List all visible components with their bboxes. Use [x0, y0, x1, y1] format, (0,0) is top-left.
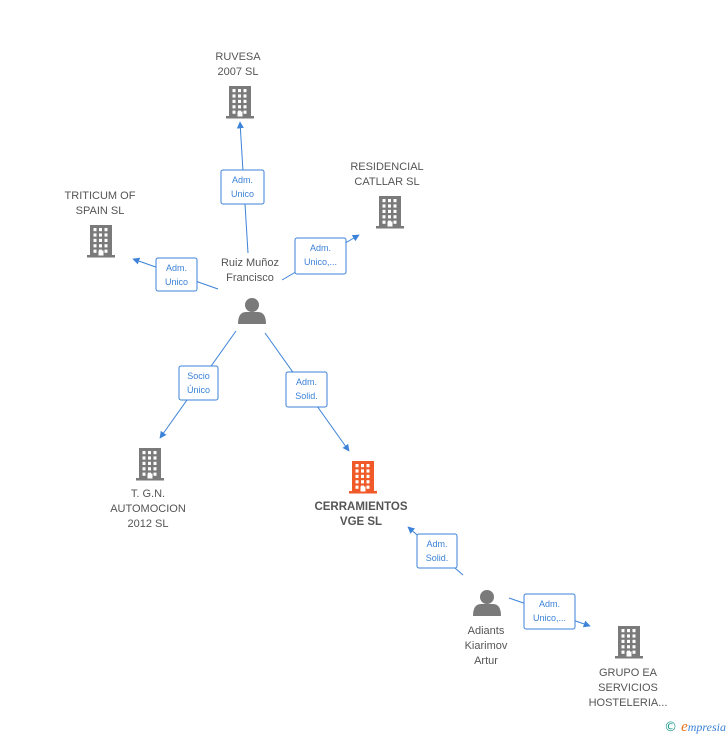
- building-icon: [136, 448, 164, 481]
- node-label-grupo: HOSTELERIA...: [589, 697, 668, 709]
- node-label-cerramientos: VGE SL: [340, 516, 382, 528]
- node-label-grupo: GRUPO EA: [599, 667, 658, 679]
- relation-label-text: Adm.: [166, 263, 187, 273]
- relation-label-text: Único: [187, 385, 210, 395]
- building-icon: [226, 86, 254, 119]
- node-label-residencial: RESIDENCIAL: [350, 161, 423, 173]
- node-label-tgn: T. G.N.: [131, 488, 165, 500]
- relation-label-text: Solid.: [295, 391, 318, 401]
- relation-label-text: Unico,...: [304, 257, 337, 267]
- relation-label-box[interactable]: [220, 169, 265, 205]
- relation-label-text: Unico: [165, 277, 188, 287]
- relation-label-text: Adm.: [426, 539, 447, 549]
- relation-edge-adiants-cerramientos: Adm. Solid.: [407, 526, 464, 576]
- node-label-ruiz: Ruiz Muñoz: [221, 257, 279, 269]
- relation-label-box[interactable]: [155, 257, 198, 292]
- relation-label-text: Unico,...: [533, 613, 566, 623]
- node-label-cerramientos: CERRAMIENTOS: [314, 501, 407, 513]
- relation-edge-adiants-grupo: Adm. Unico,...: [508, 593, 591, 630]
- node-ruvesa[interactable]: RUVESA 2007 SL: [215, 51, 261, 119]
- node-label-triticum: SPAIN SL: [76, 205, 125, 217]
- relation-label-box[interactable]: [294, 237, 347, 275]
- node-label-adiants: Kiarimov: [465, 640, 508, 652]
- building-icon: [87, 225, 115, 258]
- node-tgn[interactable]: T. G.N. AUTOMOCION 2012 SL: [110, 448, 186, 530]
- copyright-icon: ©: [664, 720, 678, 735]
- node-label-ruiz: Francisco: [226, 272, 274, 284]
- node-residencial[interactable]: RESIDENCIAL CATLLAR SL: [350, 161, 424, 229]
- relation-edge-ruiz-cerramientos: Adm. Solid.: [264, 332, 350, 452]
- building-icon: [615, 626, 643, 659]
- relation-edge-ruiz-triticum: Adm. Unico: [132, 257, 219, 292]
- node-label-ruvesa: RUVESA: [215, 51, 261, 63]
- node-grupo[interactable]: GRUPO EA SERVICIOS HOSTELERIA...: [589, 626, 668, 709]
- relation-label-text: Adm.: [310, 243, 331, 253]
- node-label-adiants: Artur: [474, 655, 498, 667]
- empresia-logo: ©empresia: [664, 719, 726, 735]
- node-label-tgn: 2012 SL: [128, 518, 169, 530]
- node-cerramientos[interactable]: CERRAMIENTOS VGE SL: [314, 461, 408, 528]
- relation-label-text: Solid.: [426, 553, 449, 563]
- node-label-ruvesa: 2007 SL: [218, 66, 259, 78]
- node-label-tgn: AUTOMOCION: [110, 503, 186, 515]
- relation-label-text: Adm.: [232, 175, 253, 185]
- relation-label-text: Adm.: [296, 377, 317, 387]
- node-label-adiants: Adiants: [468, 625, 505, 637]
- person-icon: [238, 298, 266, 324]
- relation-label-text: Adm.: [539, 599, 560, 609]
- relation-label-box[interactable]: [178, 365, 219, 401]
- person-icon: [473, 590, 501, 616]
- node-label-residencial: CATLLAR SL: [354, 176, 419, 188]
- building-icon: [376, 196, 404, 229]
- relation-edge-ruiz-residencial: Adm. Unico,...: [281, 234, 360, 281]
- relation-edge-ruiz-ruvesa: Adm. Unico: [220, 121, 265, 254]
- relation-label-text: Socio: [187, 371, 210, 381]
- relation-label-box[interactable]: [523, 593, 576, 630]
- node-triticum[interactable]: TRITICUM OF SPAIN SL: [65, 190, 136, 258]
- relation-label-box[interactable]: [285, 371, 328, 408]
- relation-label-text: Unico: [231, 189, 254, 199]
- node-label-grupo: SERVICIOS: [598, 682, 658, 694]
- building-icon: [349, 461, 377, 494]
- node-label-triticum: TRITICUM OF: [65, 190, 136, 202]
- relation-label-box[interactable]: [416, 533, 458, 569]
